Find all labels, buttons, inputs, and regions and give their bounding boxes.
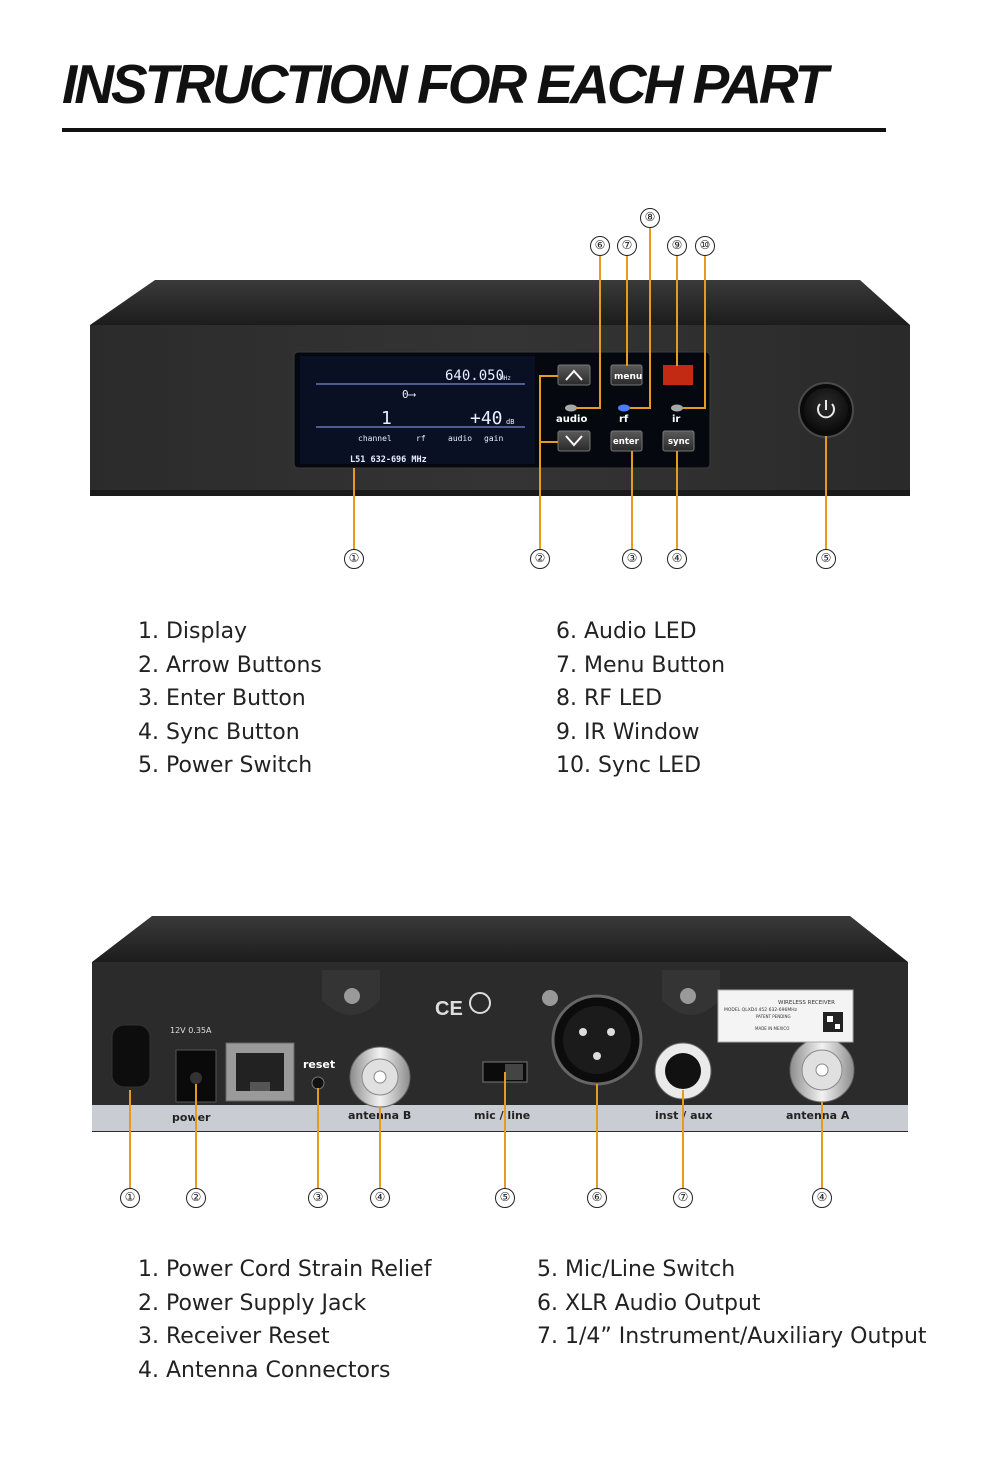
rear-legend-left: 1. Power Cord Strain Relief 2. Power Sup… xyxy=(138,1253,431,1387)
callout-3: ③ xyxy=(622,549,642,569)
legend-item: 3. Enter Button xyxy=(138,686,306,711)
callout-4: ④ xyxy=(667,549,687,569)
legend-item: 2. Arrow Buttons xyxy=(138,652,322,678)
callout-10: ⑩ xyxy=(695,236,715,256)
voltage-label: 12V 0.35A xyxy=(170,1026,212,1035)
audio-led-label: audio xyxy=(556,414,587,425)
legend-item: 3. Receiver Reset xyxy=(138,1324,330,1349)
rear-callout-4b: ④ xyxy=(812,1188,832,1208)
rear-callout-3: ③ xyxy=(308,1188,328,1208)
rear-callout-1: ① xyxy=(120,1188,140,1208)
enter-button[interactable] xyxy=(610,430,643,452)
lcd-label-channel: channel xyxy=(358,434,392,443)
plate-line4: MADE IN MEXICO xyxy=(755,1026,789,1031)
callout-6: ⑥ xyxy=(590,236,610,256)
sync-button-label: sync xyxy=(668,437,690,447)
legend-item: 7. 1/4” Instrument/Auxiliary Output xyxy=(537,1324,927,1349)
rf-led-label: rf xyxy=(619,414,629,425)
plate-line3: PATENT PENDING xyxy=(756,1014,791,1019)
lcd-gain: +40 xyxy=(470,408,503,429)
callout-1: ① xyxy=(344,549,364,569)
audio-led xyxy=(565,404,577,412)
legend-item: 1. Power Cord Strain Relief xyxy=(138,1257,432,1282)
rear-callout-5: ⑤ xyxy=(495,1188,515,1208)
arrow-up-button[interactable] xyxy=(557,364,591,386)
rear-leader-lines xyxy=(129,1072,823,1188)
svg-text:CE: CE xyxy=(435,998,463,1020)
ir-window xyxy=(663,365,693,385)
front-leader-lines xyxy=(353,228,827,550)
lcd-label-audio: audio xyxy=(448,434,472,443)
page-title: INSTRUCTION FOR EACH PART xyxy=(62,53,828,115)
sync-button[interactable] xyxy=(662,430,695,452)
front-legend-right: 6. Audio LED 7. Menu Button 8. RF LED 9.… xyxy=(556,615,725,783)
legend-item: 9. IR Window xyxy=(556,719,700,745)
plate-line2: MODEL QLXD4 452 632-696MHz xyxy=(724,1007,798,1013)
key-icon: 0⟶ xyxy=(402,388,417,401)
legend-item: 5. Power Switch xyxy=(138,753,313,778)
front-receiver: 0⟶ xyxy=(90,280,910,496)
antenna-a-label: antenna A xyxy=(786,1109,850,1122)
legend-item: 10. Sync LED xyxy=(556,753,702,778)
power-switch[interactable] xyxy=(798,382,854,438)
legend-item: 7. Menu Button xyxy=(556,652,726,678)
callout-9: ⑨ xyxy=(667,236,687,256)
callout-2: ② xyxy=(530,549,550,569)
rear-callout-6: ⑥ xyxy=(587,1188,607,1208)
callout-5: ⑤ xyxy=(816,549,836,569)
legend-item: 8. RF LED xyxy=(556,686,663,711)
lcd-channel: 1 xyxy=(381,408,392,429)
title-underline xyxy=(62,128,886,132)
rear-legend-right: 5. Mic/Line Switch 6. XLR Audio Output 7… xyxy=(537,1253,927,1354)
power-label: power xyxy=(172,1111,211,1124)
lcd-label-gain: gain xyxy=(484,434,503,443)
enter-button-label: enter xyxy=(613,437,640,447)
rear-callout-2: ② xyxy=(186,1188,206,1208)
callout-7: ⑦ xyxy=(617,236,637,256)
lcd-freq-unit: MHz xyxy=(500,375,511,382)
rear-callout-4a: ④ xyxy=(370,1188,390,1208)
lcd-frequency: 640.050 xyxy=(445,368,504,384)
legend-item: 2. Power Supply Jack xyxy=(138,1290,367,1316)
rear-callout-7: ⑦ xyxy=(673,1188,693,1208)
mic-line-label: mic / line xyxy=(474,1109,530,1122)
reset-label: reset xyxy=(303,1058,335,1071)
lcd-model: L51 632-696 MHz xyxy=(350,455,427,465)
rf-led xyxy=(618,404,630,412)
front-legend-left: 1. Display 2. Arrow Buttons 3. Enter But… xyxy=(138,615,322,783)
lcd-label-rf: rf xyxy=(416,434,426,443)
rear-receiver: CE xyxy=(92,916,908,1132)
plate-line1: WIRELESS RECEIVER xyxy=(778,1000,835,1006)
legend-item: 6. Audio LED xyxy=(556,619,697,644)
legend-item: 1. Display xyxy=(138,619,248,644)
ir-label: ir xyxy=(672,414,680,425)
menu-button-label: menu xyxy=(614,372,642,382)
arrow-down-button[interactable] xyxy=(557,430,591,452)
legend-item: 5. Mic/Line Switch xyxy=(537,1257,736,1282)
lcd-gain-unit: dB xyxy=(506,418,514,426)
legend-item: 6. XLR Audio Output xyxy=(537,1290,761,1316)
legend-item: 4. Sync Button xyxy=(138,719,300,745)
callout-8: ⑧ xyxy=(640,208,660,228)
sync-led xyxy=(671,404,683,412)
legend-item: 4. Antenna Connectors xyxy=(138,1357,391,1383)
